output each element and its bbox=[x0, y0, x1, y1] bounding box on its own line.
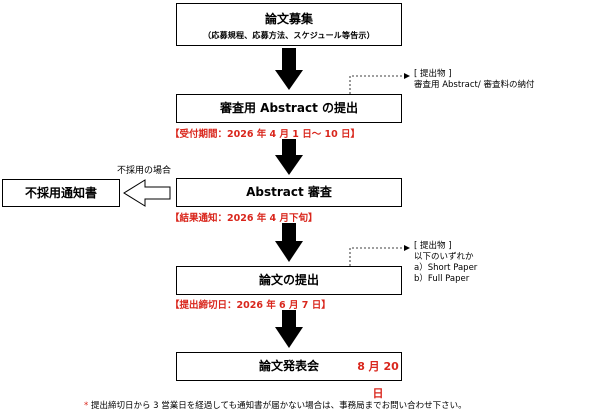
step-recruitment-box: 論文募集 （応募規程、応募方法、スケジュール等告示） bbox=[176, 3, 402, 46]
down-arrow-4 bbox=[275, 310, 303, 348]
down-arrow-2 bbox=[275, 139, 303, 175]
abstract-submission-note: [ 提出物 ] 審査用 Abstract/ 審査料の納付 bbox=[414, 69, 534, 91]
presentation-date: 8 月 20 日 bbox=[357, 360, 399, 400]
paper-submission-note: [ 提出物 ] 以下のいずれか a）Short Paper b）Full Pap… bbox=[414, 241, 477, 285]
step-recruitment-title: 論文募集 bbox=[264, 12, 313, 26]
rejection-label: 不採用の場合 bbox=[117, 166, 172, 176]
step-review-title: Abstract 審査 bbox=[246, 185, 332, 199]
abstract-note-heading: [ 提出物 ] bbox=[414, 69, 452, 79]
review-notice: 【結果通知：2026 年 4 月下旬】 bbox=[170, 213, 318, 224]
step-recruitment-subtitle: （応募規程、応募方法、スケジュール等告示） bbox=[203, 31, 375, 40]
abstract-period: 【受付期間：2026 年 4 月 1 日〜 10 日】 bbox=[170, 129, 361, 140]
paper-deadline: 【提出締切日：2026 年 6 月 7 日】 bbox=[170, 300, 331, 311]
footnote-text: 提出締切日から 3 営業日を経過しても通知書が届かない場合は、事務局までお問い合… bbox=[88, 401, 467, 411]
step-paper-submit-title: 論文の提出 bbox=[258, 273, 319, 287]
abstract-note-item: 審査用 Abstract/ 審査料の納付 bbox=[414, 80, 535, 90]
step-presentation-box: 論文発表会 8 月 20 日 bbox=[176, 352, 402, 400]
rejection-notice-box: 不採用通知書 bbox=[2, 179, 120, 207]
paper-note-option-a: a）Short Paper bbox=[414, 263, 478, 273]
step-paper-submit-box: 論文の提出 bbox=[176, 266, 402, 295]
down-arrow-3 bbox=[275, 223, 303, 262]
paper-note-heading: [ 提出物 ] bbox=[414, 241, 452, 251]
down-arrow-1 bbox=[275, 48, 303, 90]
rejection-notice-title: 不採用通知書 bbox=[24, 186, 97, 200]
step-presentation-title: 論文発表会 bbox=[258, 359, 319, 373]
left-arrow-rejection bbox=[123, 179, 171, 207]
footnote: * 提出締切日から 3 営業日を経過しても通知書が届かない場合は、事務局までお問… bbox=[84, 399, 467, 411]
paper-note-option-b: b）Full Paper bbox=[414, 274, 470, 284]
step-abstract-submit-box: 審査用 Abstract の提出 bbox=[176, 94, 402, 123]
dashed-callout-abstract bbox=[349, 75, 404, 94]
paper-note-intro: 以下のいずれか bbox=[414, 252, 474, 262]
dashed-callout-paper bbox=[349, 247, 404, 266]
step-abstract-submit-title: 審査用 Abstract の提出 bbox=[220, 101, 358, 115]
step-review-box: Abstract 審査 bbox=[176, 178, 402, 207]
footnote-star: * bbox=[84, 401, 89, 411]
